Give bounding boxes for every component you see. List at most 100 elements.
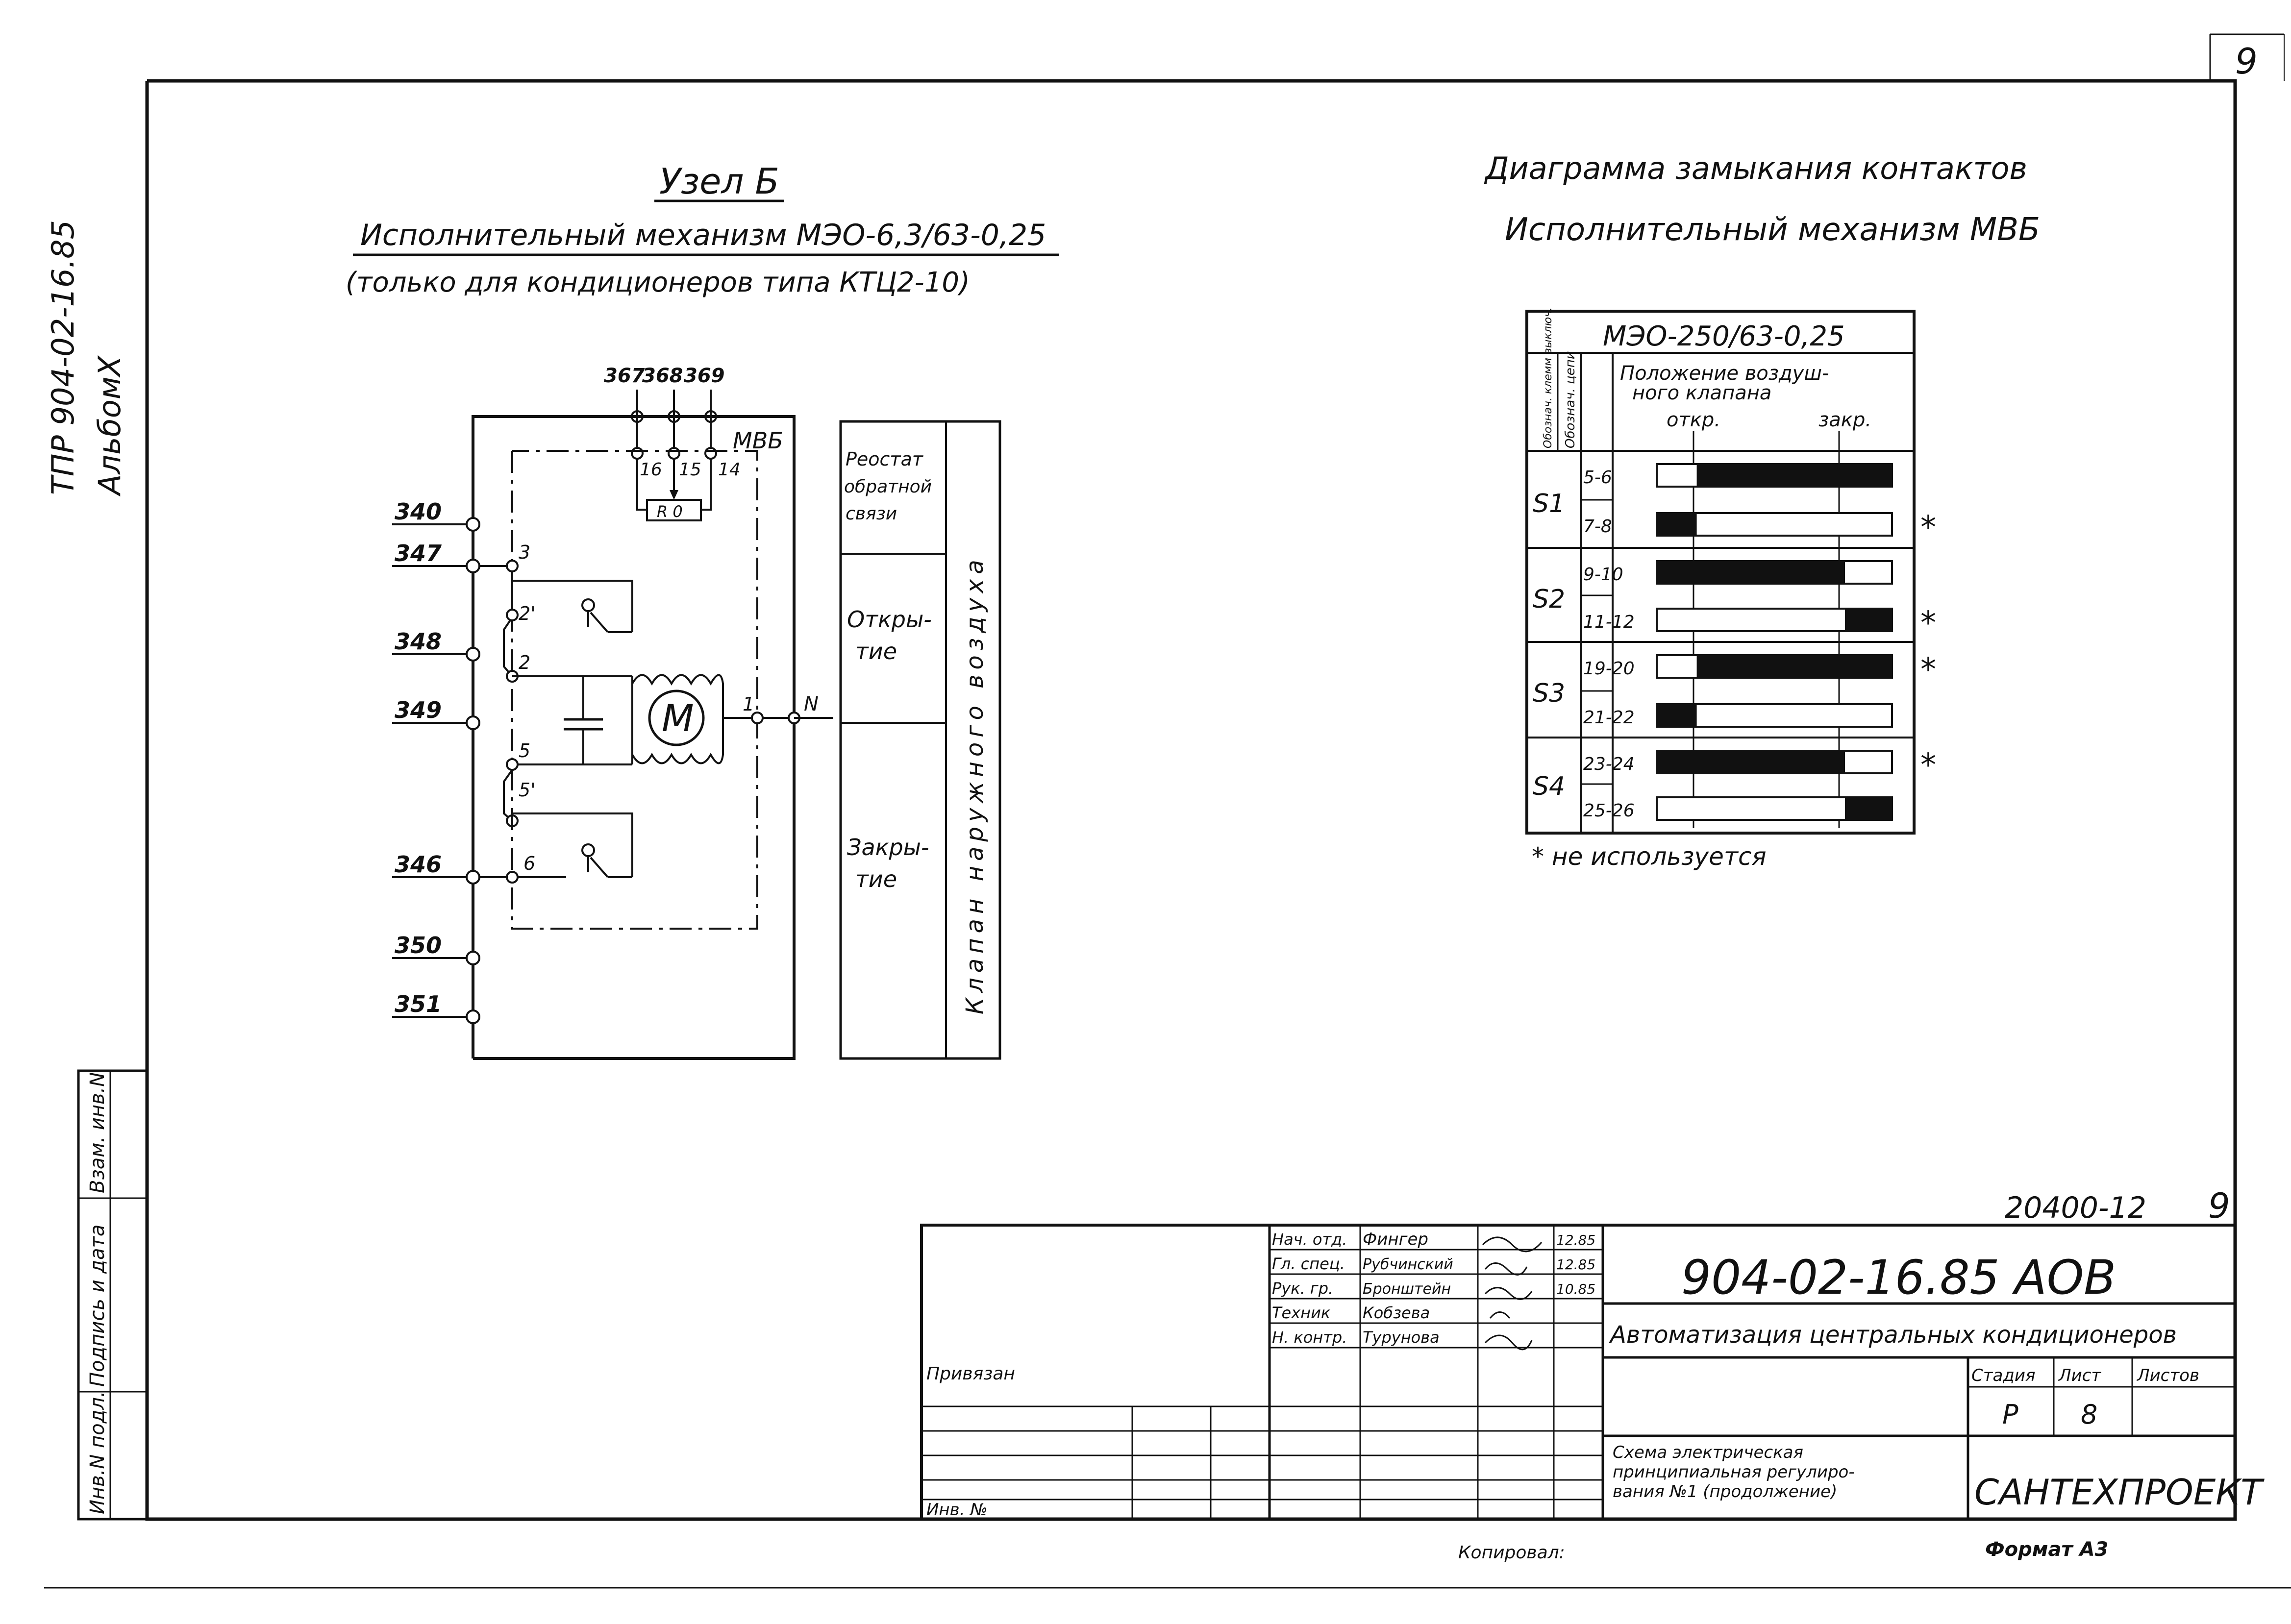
pos-header-1: Положение воздуш- bbox=[1620, 362, 1829, 385]
motor-symbol-circle bbox=[648, 689, 705, 746]
drawing-name-3: вания №1 (продолжение) bbox=[1613, 1482, 1837, 1501]
sig-name-2: Бронштейн bbox=[1363, 1280, 1451, 1298]
circuit-label: 7-8 bbox=[1583, 517, 1612, 537]
contact-closed-fill bbox=[1696, 655, 1892, 678]
sheet-corner-number: 9 bbox=[2235, 41, 2258, 82]
copied: Копировал: bbox=[1458, 1543, 1565, 1563]
top-terminals: 367 368 369 МВБ 16 15 14 R 0 bbox=[604, 365, 783, 521]
group-S2: S2 bbox=[1533, 585, 1565, 614]
pos-header-2: ного клапана bbox=[1632, 382, 1771, 404]
contact-closed-fill bbox=[1845, 609, 1892, 631]
wire-348: 348 bbox=[395, 628, 442, 655]
doc-subtitle: Автоматизация центральных кондиционеров bbox=[1609, 1321, 2177, 1349]
pos-closed: закр. bbox=[1818, 409, 1871, 431]
sig-name-4: Турунова bbox=[1363, 1328, 1440, 1347]
sig-role-0: Нач. отд. bbox=[1272, 1230, 1347, 1249]
diagram-title: Диаграмма замыкания контактов bbox=[1484, 150, 2027, 186]
node-mechanism: Исполнительный механизм МЭО-6,3/63-0,25 bbox=[360, 218, 1046, 252]
legend-row-rheostat-3: связи bbox=[846, 504, 897, 524]
pin-14: 14 bbox=[718, 460, 741, 480]
left-wires: 340 347 348 349 346 350 351 bbox=[392, 498, 512, 1024]
node-titles: Узел Б Исполнительный механизм МЭО-6,3/6… bbox=[346, 161, 1059, 298]
strip-vzam-inv: Взам. инв.N bbox=[86, 1072, 109, 1193]
unused-mark: * bbox=[1920, 747, 1936, 784]
contact-closed-fill bbox=[1696, 464, 1892, 487]
strip-signature-date: Подпись и дата bbox=[86, 1225, 109, 1387]
sheet-top: 9 bbox=[2208, 1186, 2230, 1226]
pos-open: откр. bbox=[1667, 409, 1720, 431]
contact-closed-fill bbox=[1657, 561, 1845, 584]
stage: Р bbox=[2002, 1399, 2018, 1430]
sig-date-1: 12.85 bbox=[1556, 1256, 1595, 1273]
sig-name-1: Рубчинский bbox=[1363, 1256, 1453, 1273]
col-terminals: Обознач. клемм выключ. bbox=[1542, 307, 1554, 448]
stage-header: Стадия bbox=[1971, 1366, 2035, 1385]
contact-closed-fill bbox=[1657, 513, 1697, 536]
org: САНТЕХПРОЕКТ bbox=[1974, 1472, 2265, 1513]
wire-351: 351 bbox=[395, 991, 442, 1017]
wire-350: 350 bbox=[395, 932, 442, 959]
side-label-line1: ТПР 904-02-16.85 bbox=[45, 220, 81, 495]
diagram-subtitle: Исполнительный механизм МВБ bbox=[1505, 212, 2040, 248]
sheet-header: Лист bbox=[2058, 1366, 2101, 1385]
node-2prime: 2' bbox=[519, 603, 536, 624]
circuit-label: 23-24 bbox=[1583, 754, 1635, 774]
circuit-label: 25-26 bbox=[1583, 801, 1635, 821]
doc-number: 904-02-16.85 АОВ bbox=[1681, 1250, 2116, 1305]
group-S4: S4 bbox=[1533, 772, 1565, 801]
signature-scribble-1 bbox=[1484, 1262, 1528, 1276]
node-5prime: 5' bbox=[519, 779, 536, 801]
contact-closed-fill bbox=[1657, 751, 1845, 773]
legend-row-close-2: тие bbox=[855, 866, 897, 892]
side-label-line2: АльбомX bbox=[92, 355, 127, 497]
node-1: 1 bbox=[743, 693, 754, 715]
unused-mark: * bbox=[1920, 510, 1936, 546]
sig-date-0: 12.85 bbox=[1556, 1232, 1595, 1248]
contact-closed-fill bbox=[1845, 797, 1892, 820]
terminal-368: 368 bbox=[642, 365, 683, 387]
contact-table: МЭО-250/63-0,25 Обознач. клемм выключ. О… bbox=[1525, 307, 1936, 871]
legend-row-rheostat-2: обратной bbox=[844, 477, 932, 497]
signature-scribble-3 bbox=[1489, 1311, 1511, 1319]
strip-inv-podl: Инв.N подл. bbox=[86, 1391, 109, 1514]
wire-347: 347 bbox=[395, 540, 442, 566]
rheostat-label: R 0 bbox=[657, 502, 683, 521]
circuit-label: 5-6 bbox=[1583, 468, 1612, 488]
drawing-name-1: Схема электрическая bbox=[1613, 1443, 1803, 1462]
motor-symbol: M bbox=[662, 696, 694, 740]
legend-vertical: Клапан наружного воздуха bbox=[961, 555, 989, 1014]
wire-340: 340 bbox=[395, 498, 442, 525]
node-N: N bbox=[804, 693, 819, 715]
format: Формат А3 bbox=[1985, 1538, 2108, 1561]
wire-349: 349 bbox=[395, 697, 442, 723]
sig-name-0: Фингер bbox=[1363, 1230, 1428, 1249]
circuit-label: 9-10 bbox=[1583, 565, 1623, 585]
sig-role-2: Рук. гр. bbox=[1272, 1279, 1333, 1298]
node-2: 2 bbox=[519, 652, 530, 673]
sig-name-3: Кобзева bbox=[1363, 1304, 1430, 1322]
group-S3: S3 bbox=[1533, 679, 1565, 708]
side-label: ТПР 904-02-16.85 АльбомX bbox=[45, 220, 127, 497]
table-header: МЭО-250/63-0,25 bbox=[1603, 320, 1845, 352]
contact-closed-fill bbox=[1657, 704, 1697, 727]
unused-mark: * bbox=[1920, 652, 1936, 688]
footnote: * не используется bbox=[1532, 842, 1767, 871]
diagram-titles: Диаграмма замыкания контактов Исполнител… bbox=[1484, 150, 2040, 248]
sig-role-3: Техник bbox=[1272, 1304, 1331, 1322]
number-top: 20400-12 bbox=[2005, 1191, 2146, 1225]
internal-circuit: 3 2' 2 M bbox=[503, 541, 833, 884]
node-6: 6 bbox=[523, 853, 535, 874]
sheet: 8 bbox=[2081, 1399, 2097, 1430]
col-circuit: Обознач. цепи bbox=[1563, 351, 1578, 448]
node-note: (только для кондиционеров типа КТЦ2-10) bbox=[346, 267, 970, 298]
node-title: Узел Б bbox=[659, 161, 779, 202]
circuit-label: 19-20 bbox=[1583, 659, 1635, 679]
unused-mark: * bbox=[1920, 605, 1936, 641]
signature-scribble-0 bbox=[1482, 1236, 1543, 1253]
title-block: 20400-12 9 904-02-16.85 АОВ Автоматизаци… bbox=[920, 1186, 2265, 1521]
pin-16: 16 bbox=[640, 460, 662, 480]
sig-role-1: Гл. спец. bbox=[1272, 1255, 1345, 1273]
terminal-369: 369 bbox=[684, 365, 725, 387]
